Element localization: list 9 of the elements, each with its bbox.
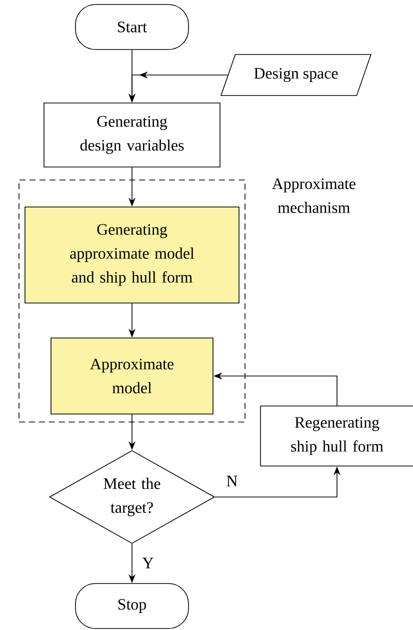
process-box: Approximate model xyxy=(50,338,214,414)
stop-terminal: Stop xyxy=(75,583,189,629)
edge-label: Y xyxy=(142,558,154,568)
node-label: Approximate mechanism xyxy=(272,178,356,214)
edge-label: N xyxy=(226,476,238,486)
start-terminal: Start xyxy=(75,4,189,50)
process-box: Generating design variables xyxy=(44,102,220,168)
process-box: Regenerating ship hull form xyxy=(260,406,413,466)
process-box: Generating approximate model and ship hull form xyxy=(24,206,240,304)
